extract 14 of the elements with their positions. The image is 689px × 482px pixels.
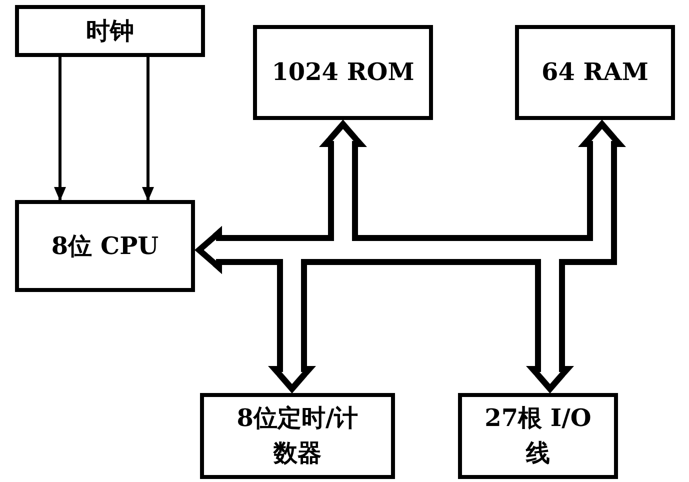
component-label: 27根 I/O线 [484, 402, 592, 469]
component-label: 8位定时/计数器 [236, 402, 360, 469]
component-box [458, 393, 618, 479]
component-label: 时钟 [86, 14, 134, 47]
component-label: 8位 CPU [51, 230, 159, 262]
component-box [253, 25, 433, 120]
component-label: 64 RAM [542, 56, 648, 88]
component-box [15, 5, 205, 57]
component-box [200, 393, 395, 479]
component-label: 1024 ROM [272, 56, 414, 88]
component-box [15, 200, 195, 292]
arrow [54, 57, 66, 201]
arrow [142, 57, 154, 201]
component-box [515, 25, 675, 120]
